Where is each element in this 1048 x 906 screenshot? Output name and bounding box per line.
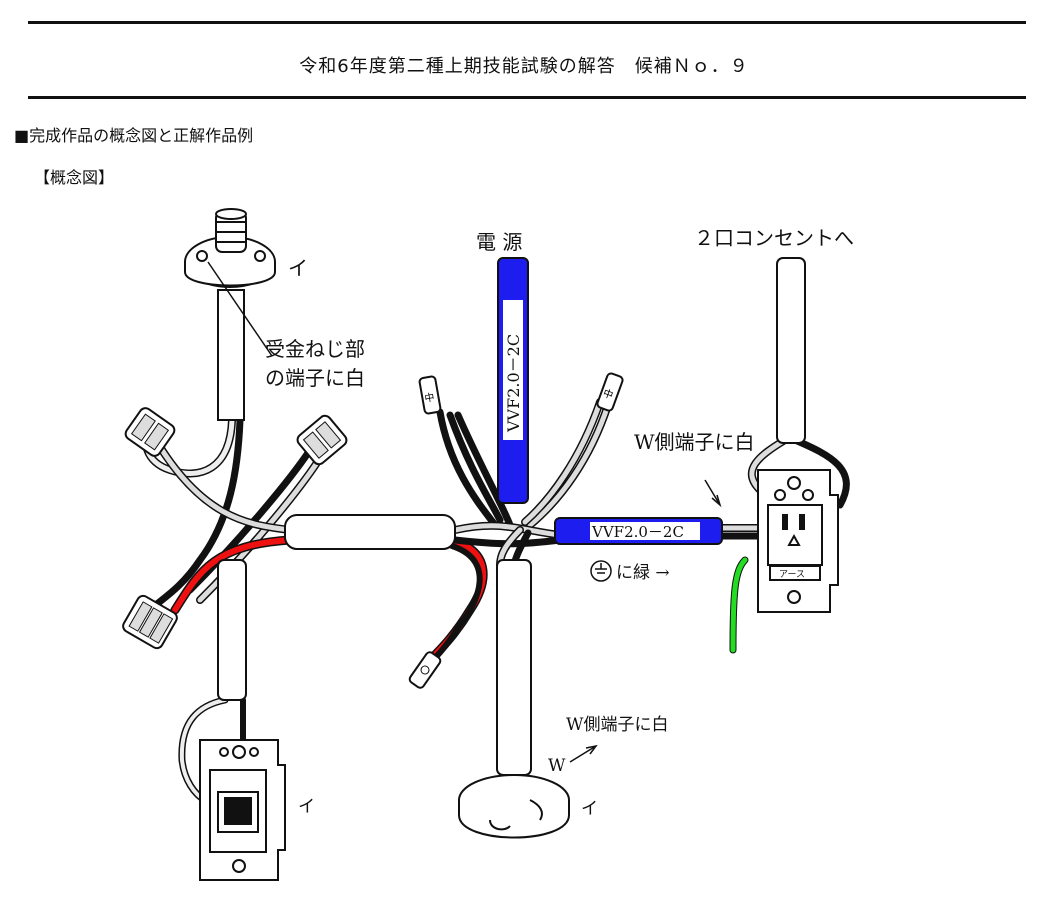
cable-to-outlet2 bbox=[776, 257, 806, 444]
svg-text:中: 中 bbox=[601, 386, 615, 402]
w-side-upper-label: W側端子に白 bbox=[634, 430, 755, 454]
socket-note-line2: の端子に白 bbox=[265, 366, 365, 390]
wires bbox=[142, 398, 850, 804]
i-label-ceiling: イ bbox=[581, 799, 598, 819]
arrows bbox=[569, 479, 722, 763]
sleeve-right: 中 bbox=[596, 372, 624, 412]
top-rule bbox=[28, 21, 1026, 24]
outlet-device: アース bbox=[757, 469, 839, 613]
cable-horizontal-label: VVF2.0－2C bbox=[591, 523, 684, 541]
cable-ceiling bbox=[496, 559, 532, 776]
cable-switch bbox=[217, 559, 247, 701]
figure-label: 【概念図】 bbox=[34, 168, 115, 187]
cable-vertical-label: VVF2.0－2C bbox=[504, 334, 523, 433]
connector-left-top bbox=[124, 407, 176, 457]
socket-note-line1: 受金ねじ部 bbox=[265, 337, 365, 361]
bottom-rule bbox=[28, 96, 1026, 99]
connector-left-bottom bbox=[122, 594, 178, 650]
connector-mid bbox=[296, 414, 348, 466]
earth-terminal-label: アース bbox=[779, 570, 805, 580]
wire-black-lamp bbox=[146, 416, 244, 614]
i-label-switch: イ bbox=[298, 797, 315, 817]
w-side-lower-label: W側端子に白 bbox=[566, 715, 669, 735]
ground-green-label: に緑 → bbox=[616, 563, 670, 583]
cable-main-sheath bbox=[284, 514, 456, 550]
i-label-lamp: イ bbox=[288, 256, 308, 280]
page-title: 令和6年度第二種上期技能試験の解答 候補Ｎｏ．９ bbox=[299, 56, 749, 77]
ceiling-rosette bbox=[458, 774, 570, 839]
lamp-receptacle bbox=[184, 208, 276, 357]
switch-device bbox=[199, 739, 286, 881]
section-heading: ■完成作品の概念図と正解作品例 bbox=[14, 126, 254, 145]
cable-lamp bbox=[217, 289, 245, 421]
sleeve-bottom bbox=[408, 651, 442, 689]
sleeve-left: 中 bbox=[418, 375, 442, 415]
w-mark-label: W bbox=[548, 756, 566, 776]
svg-text:中: 中 bbox=[423, 390, 435, 405]
power-label: 電 源 bbox=[476, 230, 523, 254]
ground-symbol bbox=[590, 560, 612, 582]
outlet-destination-label: ２口コンセントへ bbox=[694, 226, 854, 250]
